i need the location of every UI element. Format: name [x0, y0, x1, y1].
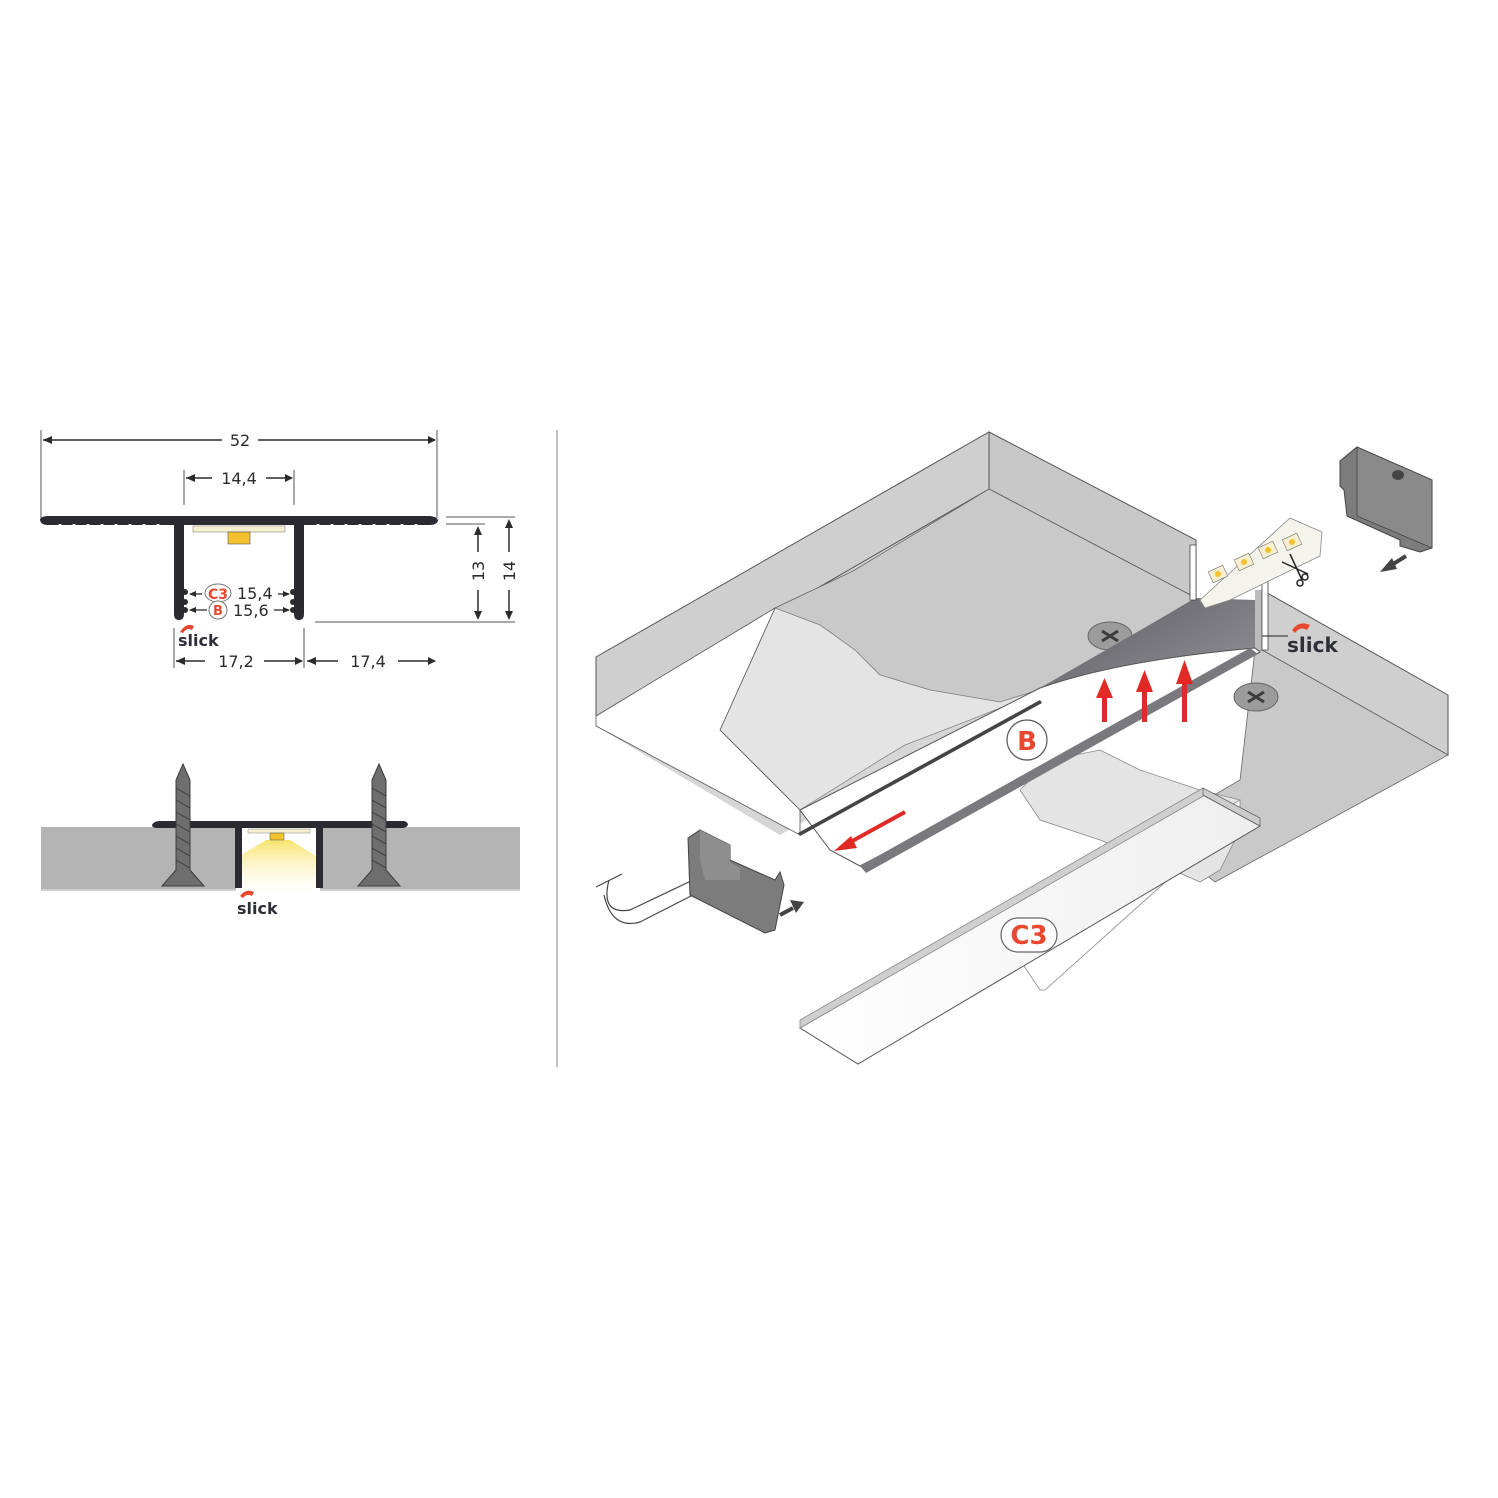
- svg-text:C3: C3: [1010, 921, 1047, 951]
- arrow-slide-icon: [834, 810, 906, 851]
- installed-view: slick: [41, 762, 520, 918]
- svg-text:slick: slick: [237, 899, 278, 918]
- diffuser-c3: C3: [799, 787, 1262, 1065]
- badge-b: [208, 600, 228, 620]
- opening-c3-value: 15,4: [237, 584, 273, 603]
- arrow-icon: [1380, 554, 1408, 572]
- svg-text:B: B: [1017, 727, 1037, 757]
- end-cap-top: [1339, 446, 1433, 572]
- scissors-icon: [1281, 553, 1309, 587]
- profile-section: [40, 516, 438, 620]
- slick-logo: slick: [237, 890, 278, 918]
- opening-b-value: 15,6: [233, 601, 269, 620]
- dimension-bottom-widths: 17,2 17,4: [173, 628, 436, 671]
- arrow-icon: [779, 900, 804, 917]
- screw-icon: [356, 762, 402, 887]
- dimension-inner-openings: C3 15,4 B 15,6: [189, 583, 290, 620]
- dimension-14-label: 14: [500, 561, 519, 581]
- dimension-total-width: 52: [40, 430, 438, 518]
- dimension-17-2-label: 17,2: [218, 652, 254, 671]
- svg-text:B: B: [213, 604, 223, 619]
- svg-text:C3: C3: [208, 587, 228, 603]
- dimension-top-inner-width: 14,4: [183, 469, 295, 505]
- cable: [595, 873, 694, 912]
- push-up-arrows: [1096, 660, 1193, 722]
- led-strip-iso: [1199, 517, 1323, 609]
- arrow-up-icon: [1176, 660, 1193, 722]
- screw-icon: [160, 762, 206, 887]
- led-chip: [227, 531, 251, 545]
- badge-b-part: B: [1006, 719, 1048, 761]
- cross-section-drawing: 52 14,4: [40, 430, 519, 671]
- arrow-up-icon: [1136, 670, 1153, 722]
- led-strip: [192, 525, 286, 533]
- svg-text:slick: slick: [1287, 633, 1338, 657]
- isometric-installation-view: B: [595, 431, 1449, 1065]
- dimension-14-4-label: 14,4: [221, 469, 257, 488]
- dimension-52-label: 52: [230, 431, 250, 450]
- dimension-17-4-label: 17,4: [350, 652, 386, 671]
- svg-text:slick: slick: [178, 631, 219, 650]
- light-beam: [240, 840, 316, 892]
- slick-logo: slick: [178, 624, 219, 650]
- slick-logo: slick: [1262, 623, 1338, 657]
- arrow-up-icon: [1096, 678, 1113, 722]
- dimension-heights: 13 14: [315, 516, 519, 623]
- end-cap-bottom: [595, 829, 804, 934]
- dimension-13-label: 13: [469, 561, 488, 581]
